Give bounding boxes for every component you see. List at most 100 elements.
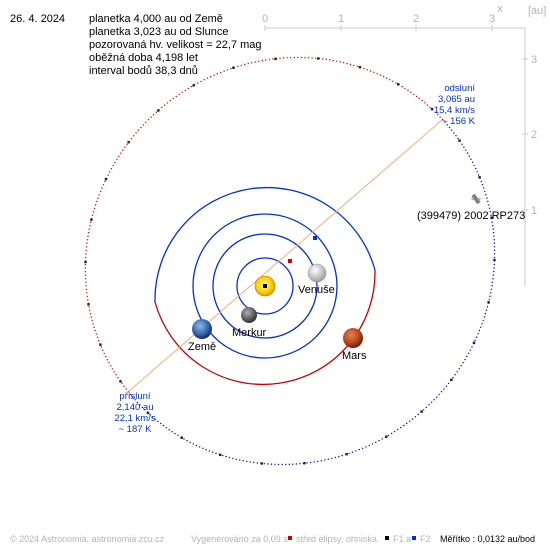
mars-orbit-blue <box>154 186 376 303</box>
orbit-dot <box>471 346 473 348</box>
orbit-dot <box>261 59 263 62</box>
orbit-dot <box>232 457 234 460</box>
orbit-dot <box>254 61 256 63</box>
orbit-point-marker <box>192 84 195 87</box>
orbit-dot <box>85 256 87 259</box>
footer-generated: Vygenerováno za 0,09 s <box>191 534 288 544</box>
orbit-dot <box>457 137 459 140</box>
orbit-dot <box>415 95 418 98</box>
orbit-dot <box>85 253 87 255</box>
orbit-dot <box>491 285 493 287</box>
orbit-dot <box>297 56 299 59</box>
orbit-dot <box>414 416 417 418</box>
orbit-dot <box>134 399 136 401</box>
orbit-point-marker <box>274 57 277 60</box>
orbit-dot <box>491 281 494 283</box>
orbit-dot <box>202 447 204 449</box>
orbit-dot <box>240 64 242 67</box>
orbit-dot <box>339 61 341 63</box>
orbit-dot <box>89 225 91 227</box>
footer: © 2024 Astronomia, astronomia.zcu.cz Vyg… <box>10 534 535 544</box>
orbit-dot <box>123 385 125 387</box>
orbit-dot <box>152 114 155 116</box>
orbit-dot <box>247 62 249 65</box>
info-line: pozorovaná hv. velikost = 22,7 mag <box>89 39 262 51</box>
x-tick-label: 1 <box>338 13 344 25</box>
orbit-dot <box>190 85 193 88</box>
orbit-dot <box>484 190 486 193</box>
orbit-dot <box>258 60 260 62</box>
orbit-dot <box>464 358 466 361</box>
orbit-dot <box>320 460 322 462</box>
orbit-dot <box>125 388 127 390</box>
venus-icon <box>307 263 327 283</box>
asteroid-name: (399479) 2002 RP273 <box>417 210 525 222</box>
orbit-dot <box>96 336 99 338</box>
orbit-dot <box>92 323 94 325</box>
orbit-dot <box>183 438 185 440</box>
orbit-dot <box>99 190 102 193</box>
orbit-point-marker <box>127 141 130 144</box>
orbit-dot <box>132 396 134 398</box>
orbit-point-marker <box>472 341 476 344</box>
orbit-point-marker <box>493 258 496 262</box>
orbit-dot <box>486 306 489 308</box>
orbit-dot <box>429 106 431 109</box>
orbit-dot <box>441 118 444 121</box>
orbit-dot <box>493 256 496 259</box>
orbit-dot <box>407 89 409 92</box>
info-line: interval bodů 38,3 dnů <box>89 65 198 77</box>
orbit-dot <box>389 79 391 81</box>
orbit-point-marker <box>458 139 461 142</box>
orbit-dot <box>149 413 151 416</box>
unit-label: [au] <box>528 5 546 17</box>
orbit-dot <box>200 80 202 83</box>
orbit-point-marker <box>84 260 87 264</box>
orbit-dot <box>338 455 340 458</box>
orbit-dot <box>482 319 484 322</box>
orbit-dot <box>392 80 394 83</box>
orbit-dot <box>288 463 290 465</box>
orbit-dot <box>85 281 87 283</box>
orbit-dot <box>166 102 169 104</box>
orbit-dot <box>111 368 114 370</box>
perihelion-info: přísluní 2,140 au 22,1 km/s ~ 187 K <box>114 391 155 435</box>
scale-label: Měřítko : 0,0132 au/bod <box>440 534 535 544</box>
orbit-dot <box>341 454 343 457</box>
orbit-dot <box>85 249 87 252</box>
orbit-dot <box>307 57 310 59</box>
orbit-dot <box>281 463 283 466</box>
orbit-dot <box>286 57 288 59</box>
orbit-point-marker <box>104 178 108 181</box>
orbit-dot <box>365 446 367 448</box>
orbit-dot <box>488 207 491 209</box>
orbit-dot <box>489 295 491 297</box>
orbit-dot <box>96 200 98 203</box>
orbit-dot <box>423 409 425 411</box>
orbit-dot <box>106 359 109 361</box>
axis-tick-marks <box>264 25 528 211</box>
orbit-dot <box>477 174 480 176</box>
orbit-dot <box>169 100 171 102</box>
orbit-dot <box>455 135 457 137</box>
orbit-dot <box>154 418 156 420</box>
asteroid-icon <box>471 193 481 205</box>
orbit-dot <box>84 263 87 266</box>
orbit-dot <box>84 278 87 280</box>
orbit-dot <box>195 444 198 447</box>
orbit-dot <box>300 56 303 59</box>
orbit-dot <box>104 180 106 183</box>
orbit-dot <box>120 152 122 154</box>
orbit-dot <box>225 455 227 458</box>
orbit-dot <box>84 267 87 269</box>
orbit-dot <box>155 111 157 113</box>
orbit-dot <box>304 57 306 59</box>
orbit-point-marker <box>232 66 235 69</box>
orbit-dot <box>171 431 173 433</box>
orbit-dot <box>85 285 87 287</box>
orbit-dot <box>430 401 433 403</box>
orbit-point-marker <box>180 436 183 439</box>
orbit-dot <box>421 99 423 102</box>
orbit-dot <box>446 124 448 126</box>
orbit-dot <box>493 239 495 241</box>
